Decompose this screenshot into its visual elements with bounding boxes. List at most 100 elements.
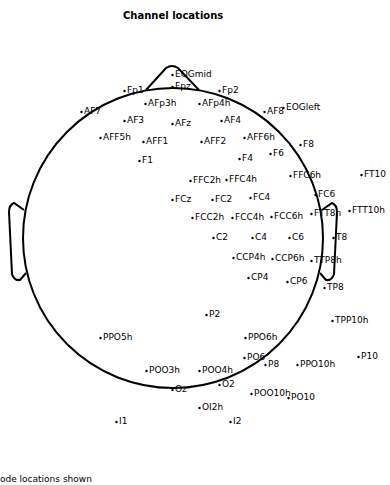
channel-label: PPO6h	[248, 332, 277, 343]
electrode-dot	[145, 370, 147, 372]
channel-label: EOGmid	[175, 69, 212, 80]
electrode-dot	[323, 287, 325, 289]
channel-label: AFF6h	[247, 132, 275, 143]
channel-label: O2	[222, 379, 235, 390]
electrode-dot	[99, 137, 101, 139]
channel-label: CCP4h	[236, 252, 265, 263]
electrode-dot	[250, 393, 252, 395]
channel-label: P10	[361, 351, 378, 362]
electrode-dot	[80, 111, 82, 113]
electrode-dot	[357, 356, 359, 358]
channel-label: TP8	[327, 282, 344, 293]
channel-label: FFC2h	[193, 175, 221, 186]
electrode-dot	[348, 210, 350, 212]
electrode-dot	[288, 237, 290, 239]
electrode-dot	[243, 137, 245, 139]
electrode-dot	[218, 90, 220, 92]
channel-label: FCC2h	[195, 212, 224, 223]
channel-label: T8	[336, 232, 347, 243]
electrode-dot	[138, 160, 140, 162]
channel-label: PPO10h	[300, 359, 335, 370]
channel-label: AF7	[84, 106, 101, 117]
electrode-dot	[144, 103, 146, 105]
electrode-dot	[229, 421, 231, 423]
channel-label: AFz	[175, 118, 191, 129]
left-ear	[9, 203, 26, 280]
channel-label: FFC6h	[293, 170, 321, 181]
channel-label: F4	[242, 153, 253, 164]
electrode-dot	[220, 120, 222, 122]
channel-label: F6	[273, 148, 284, 159]
electrode-dot	[231, 217, 233, 219]
electrode-dot	[331, 320, 333, 322]
electrode-dot	[296, 364, 298, 366]
electrode-dot	[99, 337, 101, 339]
channel-label: Fp1	[127, 85, 144, 96]
channel-label: POO10h	[254, 388, 291, 399]
channel-label: AFp3h	[148, 98, 176, 109]
channel-label: FCC6h	[274, 211, 303, 222]
electrode-dot	[270, 216, 272, 218]
channel-label: P2	[209, 309, 220, 320]
electrode-dot	[200, 141, 202, 143]
electrode-dot	[115, 421, 117, 423]
electrode-dot	[360, 174, 362, 176]
channel-label: AF4	[224, 115, 241, 126]
channel-label: AFF5h	[103, 132, 131, 143]
plot-title: Channel locations	[123, 10, 223, 21]
electrode-dot	[299, 144, 301, 146]
channel-label: CCP6h	[275, 253, 304, 264]
electrode-dot	[142, 141, 144, 143]
electrode-dot	[289, 175, 291, 177]
electrode-dot	[238, 158, 240, 160]
channel-label: OI2h	[202, 402, 223, 413]
channel-label: P8	[268, 359, 279, 370]
electrode-dot	[123, 90, 125, 92]
electrode-dot	[314, 194, 316, 196]
channel-label: FTT10h	[352, 205, 385, 216]
electrode-dot	[171, 199, 173, 201]
channel-label: TTP8h	[314, 255, 342, 266]
channel-label: I1	[119, 416, 127, 427]
channel-label: POO4h	[202, 365, 233, 376]
channel-label: C2	[216, 232, 228, 243]
electrode-dot	[198, 103, 200, 105]
electrode-dot	[286, 281, 288, 283]
electrode-dot	[249, 197, 251, 199]
channel-label: AF8	[267, 106, 284, 117]
channel-label: FC4	[253, 192, 270, 203]
electrode-dot	[232, 257, 234, 259]
channel-label: TPP10h	[335, 315, 369, 326]
electrode-dot	[332, 237, 334, 239]
electrode-dot	[171, 389, 173, 391]
channel-label: FC6	[318, 189, 335, 200]
electrode-dot	[123, 120, 125, 122]
electrode-dot	[264, 364, 266, 366]
channel-label: POO3h	[149, 365, 180, 376]
electrode-dot	[212, 237, 214, 239]
channel-label: FC2	[215, 194, 232, 205]
electrode-dot	[271, 258, 273, 260]
electrode-dot	[198, 370, 200, 372]
electrode-dot	[211, 199, 213, 201]
electrode-dot	[205, 314, 207, 316]
channel-label: F1	[142, 155, 153, 166]
channel-label: PO10	[291, 392, 315, 403]
electrode-dot	[189, 180, 191, 182]
electrode-dot	[251, 237, 253, 239]
electrode-dot	[171, 86, 173, 88]
electrode-dot	[263, 111, 265, 113]
electrode-dot	[191, 217, 193, 219]
channel-label: FT10	[364, 169, 386, 180]
electrode-dot	[171, 123, 173, 125]
channel-label: FCz	[175, 194, 191, 205]
electrode-dot	[269, 153, 271, 155]
channel-label: FFC4h	[229, 174, 257, 185]
channel-label: CP6	[290, 276, 307, 287]
channel-label: Oz	[175, 384, 187, 395]
channel-label: F8	[303, 139, 314, 150]
channel-label: I2	[233, 416, 241, 427]
caption-note: ode locations shown	[0, 474, 92, 485]
channel-label: PO6	[247, 352, 265, 363]
channel-label: AF3	[127, 115, 144, 126]
